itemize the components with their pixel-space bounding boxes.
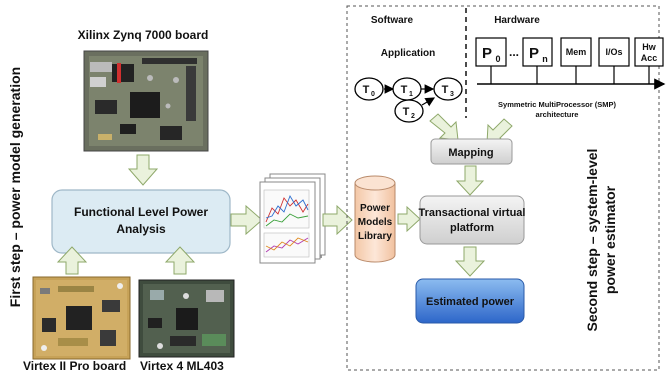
mapping-label: Mapping: [448, 147, 493, 159]
task-t2-sub: 2: [411, 113, 415, 120]
smp-label-line2: architecture: [536, 110, 579, 119]
arrow-app-to-mapping: [429, 113, 459, 141]
library-label-line2: Models: [358, 217, 393, 228]
mapping-box: [430, 138, 513, 165]
task-t1-letter: T: [401, 84, 408, 96]
hw-p0-sub: 0: [495, 54, 500, 64]
estimated-power-label: Estimated power: [426, 296, 515, 308]
power-plots-stack: [259, 173, 326, 264]
task-t0-sub: 0: [371, 91, 375, 98]
software-label: Software: [371, 15, 414, 26]
tvp-label-line1: Transactional virtual: [419, 207, 526, 219]
library-label-line1: Power: [360, 203, 390, 214]
task-t0-letter: T: [363, 84, 370, 96]
arrow-virtex4-to-flpa: [164, 246, 196, 275]
virtex2-board-label: Virtex II Pro board: [23, 359, 126, 373]
tvp-label-line2: platform: [450, 222, 494, 234]
application-label: Application: [381, 48, 435, 59]
estimated-power-box: [415, 278, 525, 324]
library-label-line3: Library: [358, 231, 392, 242]
virtex2-board-image: [32, 276, 131, 360]
right-side-title-line1: Second step – system-level: [584, 149, 600, 332]
hw-block-hwacc: Hw Acc: [634, 37, 664, 67]
tvp-box: [419, 195, 525, 245]
left-side-title: First step – power model generation: [7, 67, 23, 307]
task-node-t0: T 0: [354, 77, 384, 101]
hw-hwacc-line2: Acc: [641, 53, 658, 63]
arrow-plots-to-library: [322, 204, 353, 236]
hw-pn-sub: n: [542, 54, 548, 64]
virtex4-board-image: [138, 279, 235, 358]
flpa-label-line2: Analysis: [116, 222, 166, 236]
smp-label-line1: Symmetric MultiProcessor (SMP): [498, 100, 616, 109]
smp-bus: [477, 66, 666, 90]
right-side-title-line2: power estimator: [602, 185, 618, 294]
arrow-zynq-to-flpa: [127, 154, 159, 186]
hw-p0-letter: P: [482, 45, 492, 62]
task-t3-sub: 3: [450, 91, 454, 98]
virtex4-board-label: Virtex 4 ML403: [140, 359, 224, 373]
flpa-box: [51, 189, 231, 254]
task-t3-letter: T: [442, 84, 449, 96]
arrow-tvp-to-estimated: [454, 246, 486, 277]
hw-mem-label: Mem: [566, 47, 587, 57]
arrow-flpa-to-plots: [230, 204, 263, 236]
task-node-t1: T 1: [392, 77, 422, 101]
hw-block-pn: P n: [522, 37, 553, 67]
task-node-t2: T 2: [394, 99, 424, 123]
hw-ios-label: I/Os: [605, 47, 622, 57]
task-graph: [384, 84, 436, 107]
arrow-virtex2-to-flpa: [56, 246, 88, 275]
zynq-board-label: Xilinx Zynq 7000 board: [78, 28, 209, 42]
hardware-label: Hardware: [494, 15, 540, 26]
zynq-board-image: [83, 50, 209, 152]
flpa-label-line1: Functional Level Power: [74, 205, 208, 219]
arrow-mapping-to-tvp: [455, 165, 485, 196]
hw-pn-letter: P: [529, 45, 539, 62]
task-node-t3: T 3: [433, 77, 463, 101]
system-level-panel: [346, 5, 660, 371]
arrow-library-to-tvp: [397, 205, 421, 233]
hw-block-p0: P 0: [475, 37, 507, 67]
power-models-library: [354, 175, 396, 263]
task-t2-letter: T: [403, 106, 410, 118]
hw-hwacc-line1: Hw: [642, 42, 656, 52]
hw-ellipsis: ...: [509, 45, 519, 59]
hw-block-ios: I/Os: [598, 37, 630, 67]
task-t1-sub: 1: [409, 91, 413, 98]
hw-block-mem: Mem: [560, 37, 592, 67]
